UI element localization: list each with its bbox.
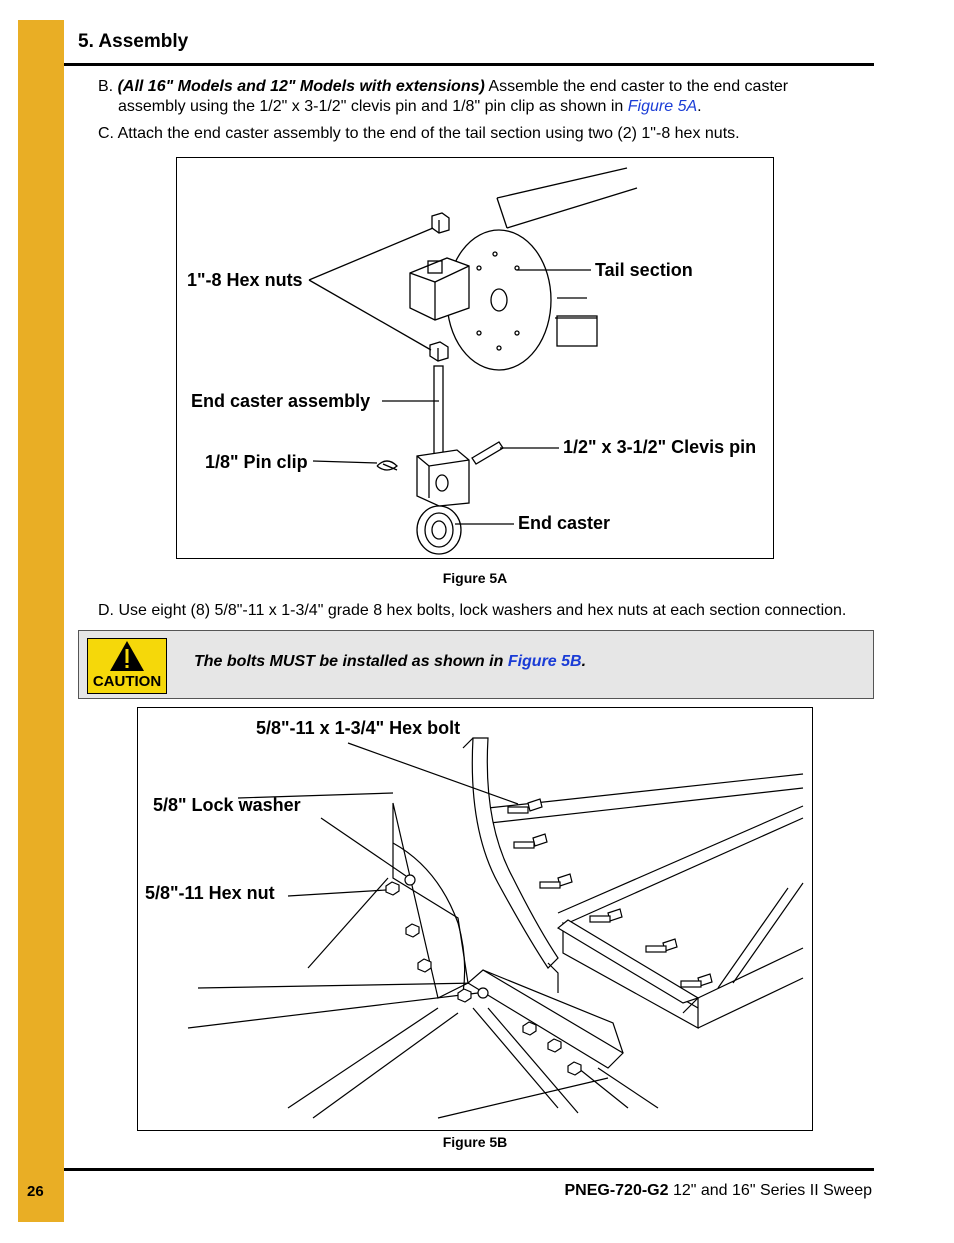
caution-sign: CAUTION [87,638,167,694]
label-lock-washer: 5/8" Lock washer [153,795,301,815]
figure-5a-link[interactable]: Figure 5A [627,98,698,115]
figure-5b-caption: Figure 5B [442,1134,508,1150]
step-d: D. Use eight (8) 5/8"-11 x 1-3/4" grade … [98,602,847,619]
figure-5b: 5/8"-11 x 1-3/4" Hex bolt 5/8" Lock wash… [137,707,813,1131]
caution-word: CAUTION [92,673,162,690]
page-number: 26 [27,1183,44,1200]
step-c: C. Attach the end caster assembly to the… [98,125,740,142]
warning-triangle-icon [110,641,144,671]
doc-title: 12" and 16" Series II Sweep [668,1182,872,1199]
step-b-emphasis: (All 16" Models and 12" Models with exte… [117,78,485,95]
footer-rule [64,1168,874,1171]
label-tail-section: Tail section [595,260,693,280]
step-b-letter: B. [98,78,114,95]
figure-5a-drawing: 1"-8 Hex nuts Tail section End caster as… [187,167,756,555]
label-hex-nut: 5/8"-11 Hex nut [145,883,275,903]
step-b: B. (All 16" Models and 12" Models with e… [98,77,874,117]
caution-text: The bolts MUST be installed as shown in … [194,653,586,671]
step-b-end: . [697,98,702,115]
doc-id: PNEG-720-G2 [564,1182,669,1199]
side-tab-bar [18,20,64,1222]
caution-end: . [581,653,587,670]
header-rule [64,63,874,66]
label-hex-nuts: 1"-8 Hex nuts [187,270,303,290]
label-hex-bolt: 5/8"-11 x 1-3/4" Hex bolt [256,718,460,738]
figure-5b-drawing: 5/8"-11 x 1-3/4" Hex bolt 5/8" Lock wash… [145,718,804,1119]
label-pin-clip: 1/8" Pin clip [205,452,308,472]
label-end-caster: End caster [518,513,610,533]
section-title: 5. Assembly [78,31,189,52]
figure-5a-caption: Figure 5A [442,570,508,586]
step-b-text2: assembly using the 1/2" x 3-1/2" clevis … [118,98,628,115]
figure-5a: 1"-8 Hex nuts Tail section End caster as… [176,157,774,559]
step-b-text1: Assemble the end caster to the end caste… [484,78,789,95]
footer-title: PNEG-720-G2 12" and 16" Series II Sweep [564,1182,872,1200]
label-clevis-pin: 1/2" x 3-1/2" Clevis pin [563,437,756,457]
figure-5b-link[interactable]: Figure 5B [507,653,582,670]
label-end-caster-assembly: End caster assembly [191,391,370,411]
caution-message: The bolts MUST be installed as shown in [194,653,508,670]
caution-box: CAUTION The bolts MUST be installed as s… [78,630,874,699]
